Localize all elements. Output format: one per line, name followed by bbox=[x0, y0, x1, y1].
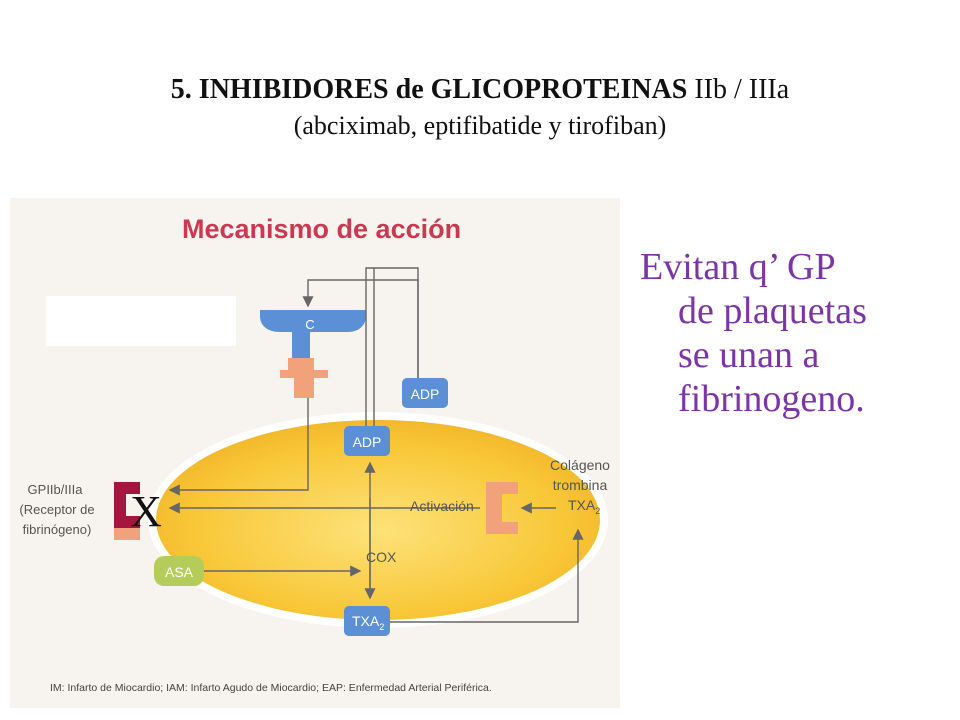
mechanism-line-1: Evitan q’ GP bbox=[640, 246, 836, 288]
diagram-heading: Mecanismo de acción bbox=[182, 214, 461, 244]
block-x-mark: X bbox=[130, 487, 162, 536]
agonist-label-3: TXA2 bbox=[568, 497, 600, 516]
slide-title: 5. INHIBIDORES de GLICOPROTEINAS IIb / I… bbox=[0, 72, 960, 144]
gp-receptor-base bbox=[114, 528, 140, 540]
figure-blank-patch bbox=[46, 296, 236, 346]
c-to-gp-arrow bbox=[168, 398, 309, 496]
c-receptor-label: C bbox=[305, 317, 314, 332]
agonist-txa-sub: 2 bbox=[595, 506, 600, 516]
figure-footnote: IM: Infarto de Miocardio; IAM: Infarto A… bbox=[50, 682, 492, 694]
c-receptor-base bbox=[280, 358, 328, 398]
txa-release-arrow bbox=[390, 528, 584, 623]
adp-internal-box bbox=[344, 426, 390, 456]
agonist-receptor-shape bbox=[486, 482, 518, 534]
gp-label-1: GPIIb/IIIa bbox=[28, 482, 84, 497]
mechanism-line-4: fibrinogeno. bbox=[678, 378, 865, 420]
title-suffix: IIb / IIIa bbox=[687, 74, 790, 105]
gp-receptor-top bbox=[114, 482, 140, 528]
mechanism-text: Evitan q’ GP de plaquetas se unan a fibr… bbox=[640, 245, 950, 421]
activation-label: Activación bbox=[410, 498, 474, 514]
mechanism-figure: Mecanismo de acción C ADP ADP Activación… bbox=[10, 198, 620, 708]
txa-box-base: TXA bbox=[352, 613, 380, 629]
cox-label: COX bbox=[366, 549, 397, 565]
agonist-label-2: trombina bbox=[553, 477, 608, 493]
adp-released-label: ADP bbox=[411, 386, 440, 402]
adp-to-c-arrow bbox=[302, 279, 419, 378]
adp-released-box bbox=[402, 378, 448, 408]
c-receptor-shape bbox=[260, 310, 366, 358]
txa-box-label: TXA2 bbox=[352, 613, 384, 632]
platelet-cell bbox=[156, 420, 600, 620]
adp-internal-label: ADP bbox=[353, 434, 382, 450]
title-subtitle: (abciximab, eptifibatide y tirofiban) bbox=[293, 111, 667, 140]
gp-label-2: (Receptor de bbox=[19, 502, 94, 517]
agonist-txa-base: TXA bbox=[568, 497, 596, 513]
mechanism-diagram: Mecanismo de acción C ADP ADP Activación… bbox=[10, 198, 620, 708]
asa-label: ASA bbox=[165, 564, 194, 580]
mechanism-line-2: de plaquetas bbox=[678, 290, 867, 332]
txa-box-sub: 2 bbox=[379, 622, 384, 632]
asa-box bbox=[154, 556, 204, 586]
agonist-label-1: Colágeno bbox=[550, 457, 610, 473]
txa-box bbox=[344, 606, 390, 636]
mechanism-line-3: se unan a bbox=[678, 334, 820, 376]
title-main: 5. INHIBIDORES de GLICOPROTEINAS bbox=[170, 74, 688, 105]
gp-label-3: fibrinógeno) bbox=[23, 522, 92, 537]
